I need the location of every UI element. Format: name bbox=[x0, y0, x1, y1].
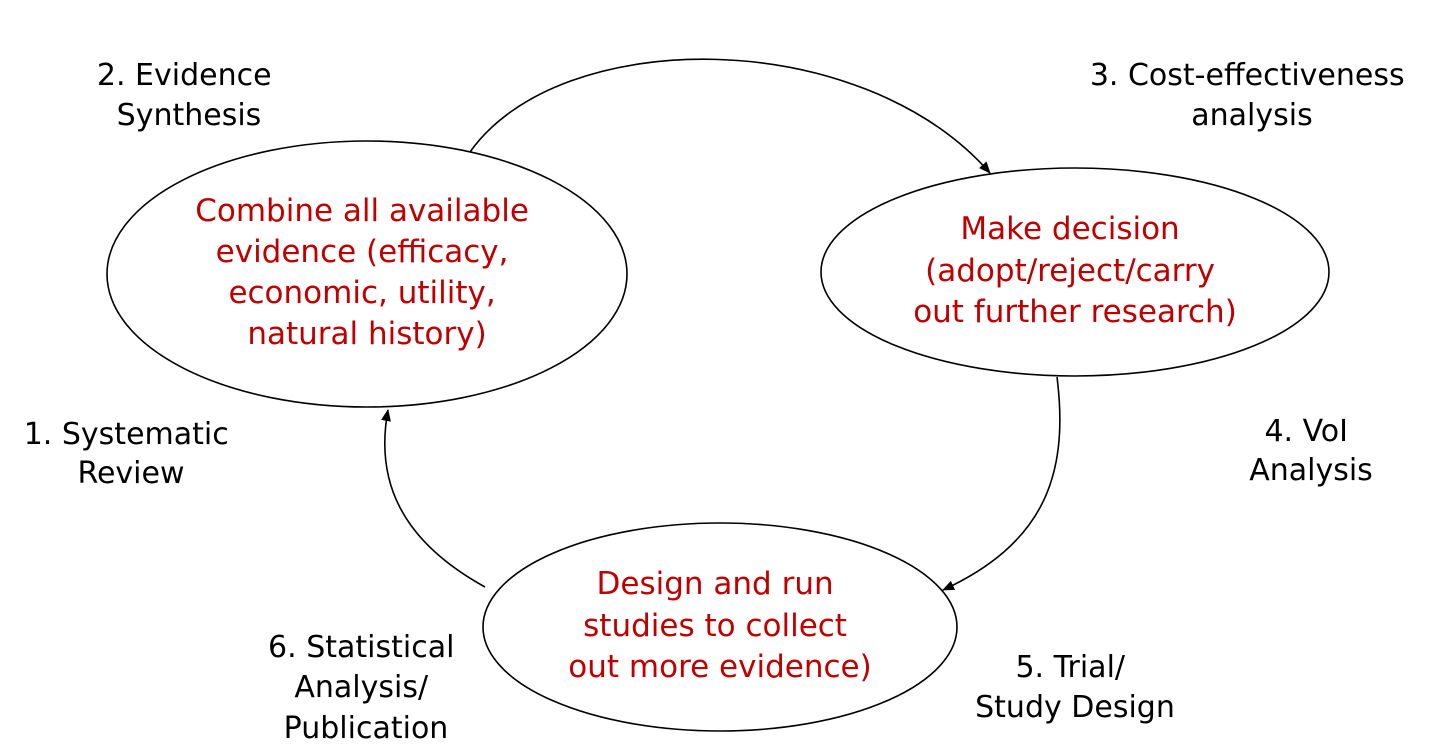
node-combine-line: natural history) bbox=[247, 316, 486, 352]
node-studies-line: studies to collect bbox=[583, 608, 847, 644]
node-studies-line: out more evidence) bbox=[568, 649, 871, 685]
node-combine-evidence: Combine all available evidence (efficacy… bbox=[106, 140, 628, 408]
step-label-evidence-synthesis: 2. Evidence Synthesis bbox=[97, 58, 281, 133]
node-combine-line: Combine all available bbox=[195, 193, 529, 229]
step-label-line: Analysis/ bbox=[294, 670, 429, 705]
step-label-line: 4. VoI bbox=[1264, 414, 1348, 449]
step-label-line: 6. Statistical bbox=[268, 630, 454, 665]
step-label-systematic-review: 1. Systematic Review bbox=[24, 417, 239, 491]
node-decision-line: Make decision bbox=[960, 211, 1179, 247]
step-label-statistical-analysis: 6. Statistical Analysis/ Publication bbox=[268, 630, 464, 746]
edge-studies-to-synthesis bbox=[381, 409, 486, 588]
node-combine-line: economic, utility, bbox=[228, 275, 495, 311]
step-label-voi-analysis: 4. VoI Analysis bbox=[1249, 414, 1373, 488]
node-studies-ellipse bbox=[482, 522, 958, 732]
node-combine-text: Combine all available evidence (efficacy… bbox=[195, 193, 539, 352]
step-label-cost-effectiveness: 3. Cost-effectiveness analysis bbox=[1090, 58, 1414, 133]
step-label-line: analysis bbox=[1191, 98, 1312, 133]
node-make-decision: Make decision (adopt/reject/carry out fu… bbox=[820, 167, 1330, 377]
step-label-line: 2. Evidence bbox=[97, 58, 272, 93]
node-combine-line: evidence (efficacy, bbox=[216, 234, 509, 270]
step-label-line: Analysis bbox=[1249, 453, 1373, 488]
step-label-line: 3. Cost-effectiveness bbox=[1090, 58, 1405, 93]
step-label-line: 1. Systematic bbox=[24, 417, 229, 452]
node-design-studies: Design and run studies to collect out mo… bbox=[482, 522, 958, 732]
node-decision-line: out further research) bbox=[913, 294, 1237, 330]
step-label-line: Study Design bbox=[975, 690, 1175, 725]
step-label-line: Publication bbox=[284, 711, 449, 746]
step-label-line: 5. Trial/ bbox=[1015, 650, 1125, 685]
edge-decision-to-studies bbox=[942, 376, 1061, 591]
edge-synthesis-to-decision bbox=[469, 58, 991, 174]
node-decision-line: (adopt/reject/carry bbox=[925, 253, 1215, 289]
step-label-line: Synthesis bbox=[117, 98, 262, 133]
node-studies-line: Design and run bbox=[597, 566, 834, 602]
step-label-line: Review bbox=[77, 456, 184, 491]
node-decision-text: Make decision (adopt/reject/carry out fu… bbox=[913, 211, 1237, 330]
node-combine-ellipse bbox=[106, 140, 628, 408]
step-label-trial-design: 5. Trial/ Study Design bbox=[975, 650, 1175, 725]
node-studies-text: Design and run studies to collect out mo… bbox=[568, 566, 871, 685]
node-decision-ellipse bbox=[820, 167, 1330, 377]
